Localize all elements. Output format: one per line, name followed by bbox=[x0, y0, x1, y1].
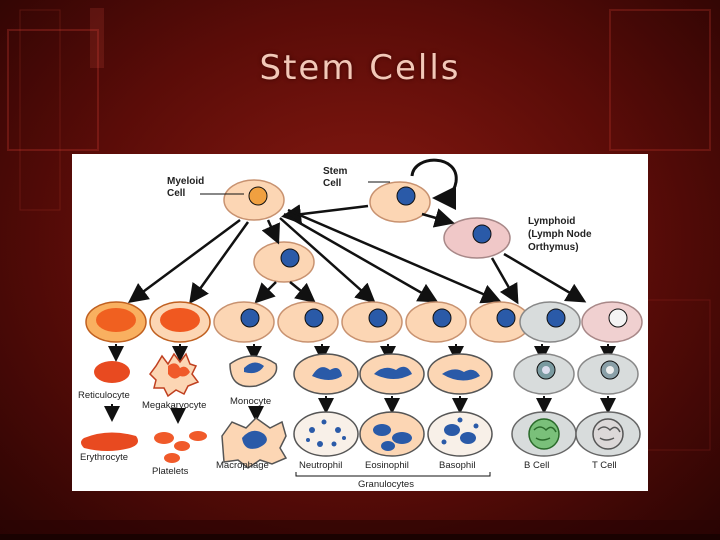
lymphoid-label-3: Orthymus) bbox=[528, 242, 579, 253]
myeloid-cell bbox=[223, 179, 285, 221]
myeloid-cell-label-1: Myeloid bbox=[167, 176, 204, 187]
neutrophil-label: Neutrophil bbox=[299, 460, 342, 471]
stem-cell-label-2: Cell bbox=[323, 178, 342, 189]
row3-cells bbox=[81, 411, 641, 469]
granulocytes-label: Granulocytes bbox=[358, 479, 414, 490]
lymphoid-label-1: Lymphoid bbox=[528, 216, 575, 227]
t-cell-label: T Cell bbox=[592, 460, 617, 471]
eosinophil-label: Eosinophil bbox=[365, 460, 409, 471]
row2-cells bbox=[94, 352, 639, 398]
basophil-label: Basophil bbox=[439, 460, 475, 471]
monocyte-label: Monocyte bbox=[230, 396, 271, 407]
myeloid-cell-label-2: Cell bbox=[167, 188, 186, 199]
progenitor-cell bbox=[253, 241, 315, 283]
lineage-arrows bbox=[127, 204, 587, 305]
megakaryocyte-label: Megakaryocyte bbox=[142, 400, 206, 411]
platelets-label: Platelets bbox=[152, 466, 189, 477]
row1-cells bbox=[85, 301, 643, 343]
self-renew-arrow bbox=[410, 158, 458, 210]
bottom-bar bbox=[0, 534, 720, 540]
stem-cell-diagram: Stem Cell Myeloid Cell Lymphoid (Lymph N… bbox=[72, 154, 648, 491]
slide-title: Stem Cells bbox=[259, 48, 461, 88]
granulocytes-bracket bbox=[295, 472, 491, 477]
reticulocyte-label: Reticulocyte bbox=[78, 390, 130, 401]
lymphoid-label-2: (Lymph Node bbox=[528, 229, 592, 240]
stem-cell bbox=[369, 181, 431, 223]
diagram-svg: Stem Cell Myeloid Cell Lymphoid (Lymph N… bbox=[78, 158, 643, 490]
lymphoid-cell bbox=[443, 217, 511, 259]
erythrocyte-label: Erythrocyte bbox=[80, 452, 128, 463]
stem-cell-label-1: Stem bbox=[323, 166, 348, 177]
macrophage-label: Macrophage bbox=[216, 460, 269, 471]
b-cell-label: B Cell bbox=[524, 460, 549, 471]
row2-down-arrows bbox=[104, 396, 616, 424]
